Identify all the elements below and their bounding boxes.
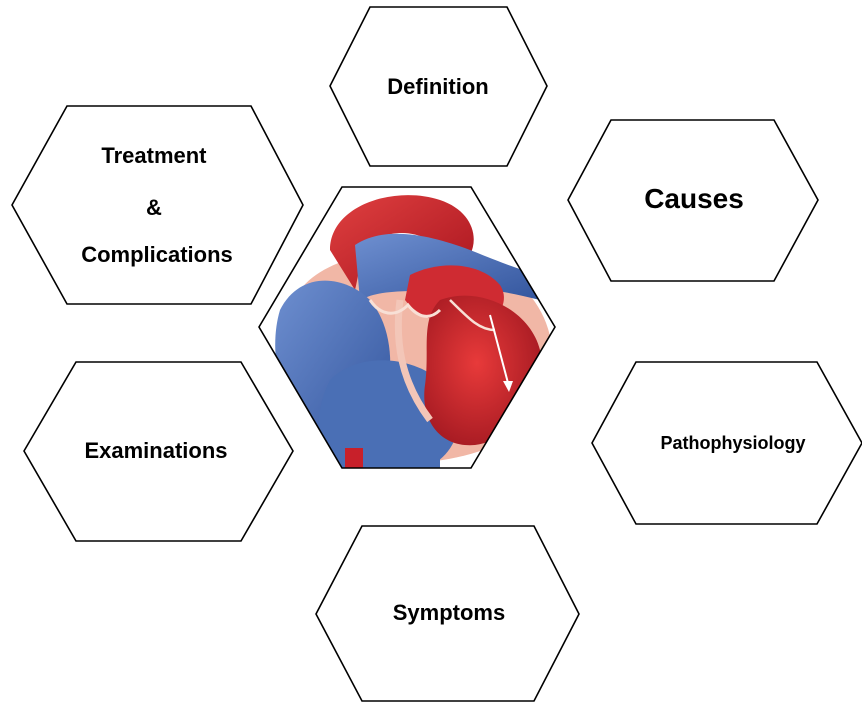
- pathophysiology-label: Pathophysiology: [660, 433, 805, 453]
- svg-text:Examinations: Examinations: [84, 438, 227, 463]
- svg-text:Definition: Definition: [387, 74, 488, 99]
- heart-illustration: [255, 185, 560, 478]
- complications-label: Complications: [81, 242, 233, 267]
- symptoms-label: Symptoms: [393, 600, 505, 625]
- hexagon-examinations: Examinations: [24, 362, 293, 541]
- causes-label: Causes: [644, 183, 744, 214]
- svg-text:Pathophysiology: Pathophysiology: [660, 433, 805, 453]
- hexagon-pathophysiology: Pathophysiology: [592, 362, 862, 524]
- treatment-label: Treatment: [101, 143, 207, 168]
- ampersand-label: &: [146, 195, 162, 220]
- hexagon-causes: Causes: [568, 120, 818, 281]
- examinations-label: Examinations: [84, 438, 227, 463]
- hexagon-symptoms: Symptoms: [316, 526, 579, 701]
- center-heart-hexagon: [255, 185, 560, 478]
- hexagon-definition: Definition: [330, 7, 547, 166]
- svg-text:Symptoms: Symptoms: [393, 600, 505, 625]
- svg-text:Causes: Causes: [644, 183, 744, 214]
- hexagon-treatment-complications: Treatment & Complications: [12, 106, 303, 304]
- definition-label: Definition: [387, 74, 488, 99]
